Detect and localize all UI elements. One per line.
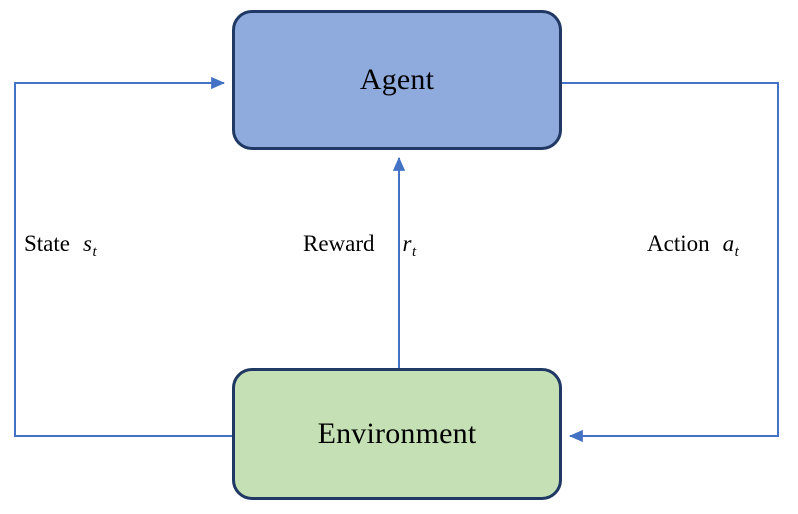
edge-label-action-text: Action	[647, 231, 710, 256]
node-agent[interactable]: Agent	[232, 10, 562, 150]
edge-label-reward-subscript: t	[411, 243, 417, 260]
node-agent-label: Agent	[359, 63, 435, 96]
edge-state-connector	[14, 76, 232, 437]
edge-label-state-subscript: t	[92, 243, 97, 260]
edge-label-reward: Reward rt	[303, 232, 416, 260]
edge-label-state-symbol: s	[83, 231, 92, 256]
edge-label-state-text: State	[24, 231, 70, 256]
edge-label-action-symbol: a	[722, 231, 735, 256]
node-environment[interactable]: Environment	[232, 368, 562, 500]
edge-label-reward-text: Reward	[303, 231, 375, 256]
edge-action-connector	[562, 82, 779, 443]
edge-label-action-subscript: t	[734, 243, 739, 260]
edge-label-reward-symbol: r	[402, 231, 412, 256]
node-environment-label: Environment	[317, 417, 477, 450]
